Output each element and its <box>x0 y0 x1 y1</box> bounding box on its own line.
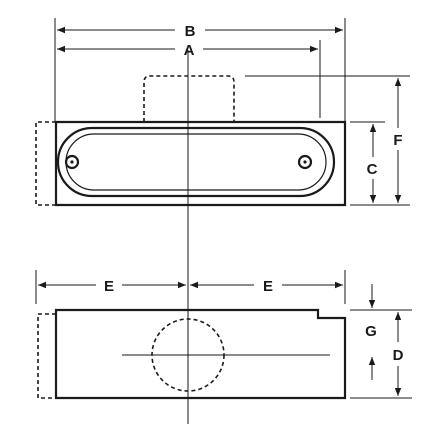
top-body-outline <box>54 120 347 207</box>
dimension-label-b: B <box>185 23 196 40</box>
bottom-body-outline <box>54 308 347 400</box>
left-screw-hole-center <box>70 160 74 164</box>
top-hub-dashed <box>143 75 235 122</box>
dimension-label-d: D <box>393 347 404 364</box>
dimension-g <box>350 284 385 380</box>
dimension-label-c: C <box>367 161 378 178</box>
dimension-label-a: A <box>184 42 195 59</box>
dimension-c <box>350 121 385 203</box>
right-screw-hole <box>297 154 313 170</box>
dimension-f <box>245 75 410 206</box>
top-left-dashed-extension <box>35 121 56 206</box>
dimension-label-g: G <box>365 323 377 340</box>
dimension-label-e-left: E <box>104 278 114 295</box>
dimension-a <box>57 40 321 118</box>
dimension-label-f: F <box>393 132 402 149</box>
right-screw-hole-center <box>303 160 307 164</box>
left-screw-hole <box>64 154 80 170</box>
cover-opening-inner <box>65 133 327 191</box>
top-view <box>35 75 347 207</box>
bottom-left-dashed-extension <box>37 313 56 399</box>
dimension-label-e-right: E <box>263 278 273 295</box>
dimension-b <box>54 18 346 122</box>
cover-opening-outer <box>56 126 336 198</box>
bottom-view <box>37 308 347 400</box>
dimension-e <box>35 270 346 304</box>
dimension-d <box>350 309 412 399</box>
